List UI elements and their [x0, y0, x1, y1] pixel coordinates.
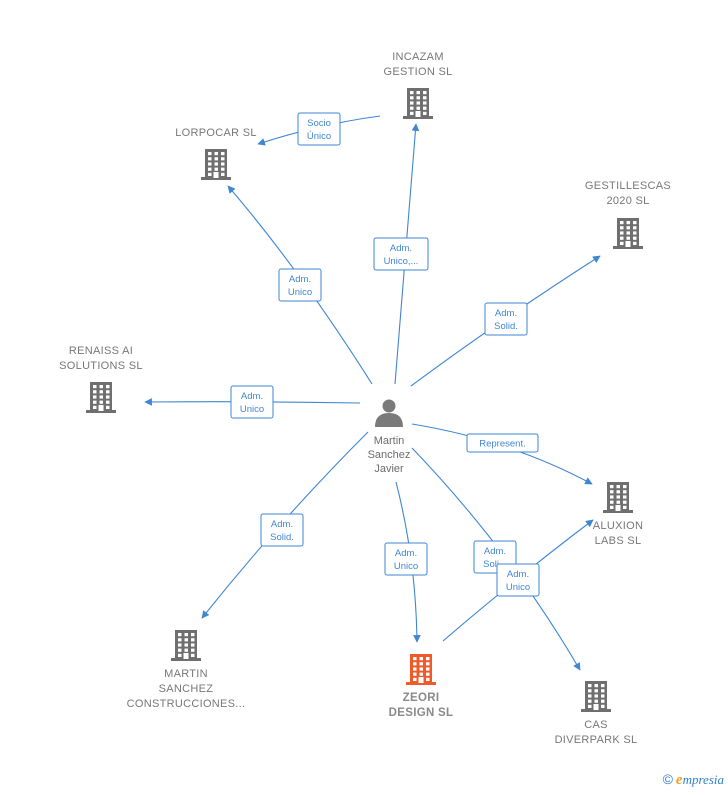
building-icon [403, 88, 433, 119]
edge-label-text: Unico,... [384, 256, 419, 267]
node-label-line: GESTILLESCAS [585, 180, 671, 192]
building-icon [581, 681, 611, 712]
edge-label-text: Unico [506, 582, 530, 593]
edge-label-text: Adm. [271, 519, 293, 530]
company-node-cas[interactable]: CAS DIVERPARK SL [555, 681, 638, 746]
building-icon [201, 149, 231, 180]
edge-label-person-zeori[interactable]: Adm. Unico [384, 542, 428, 576]
edge-label-zeori-aluxion[interactable]: Adm. Unico [496, 563, 540, 597]
company-node-zeori[interactable]: ZEORI DESIGN SL [389, 654, 454, 719]
node-label-line: 2020 SL [606, 195, 649, 207]
edge-labels-layer: SocioÚnicoAdm.UnicoAdm.Unico,...Adm.Soli… [230, 112, 540, 597]
edge-label-text: Adm. [289, 274, 311, 285]
edge-label-person-gestillescas[interactable]: Adm. Solid. [484, 302, 528, 336]
edge-label-text: Adm. [507, 569, 529, 580]
node-label-line: LORPOCAR SL [175, 127, 257, 139]
company-node-incazam[interactable]: INCAZAM GESTION SL [383, 51, 452, 119]
edge-label-box [484, 302, 528, 336]
node-label-line: SOLUTIONS SL [59, 360, 143, 372]
brand-name: mpresia [682, 772, 724, 787]
node-label-line: MARTIN [164, 668, 208, 680]
edge-label-person-renaiss[interactable]: Adm. Unico [230, 385, 274, 419]
company-node-renaiss[interactable]: RENAISS AI SOLUTIONS SL [59, 345, 143, 413]
edge-label-text: Unico [240, 404, 264, 415]
edge-label-text: Adm. [495, 308, 517, 319]
company-node-aluxion[interactable]: ALUXION LABS SL [593, 482, 643, 547]
edge-label-person-incazam[interactable]: Adm. Unico,... [373, 237, 429, 271]
company-node-lorpocar[interactable]: LORPOCAR SL [175, 127, 257, 180]
edge-label-text: Único [307, 131, 331, 142]
building-icon [86, 382, 116, 413]
edge-label-text: Unico [288, 287, 312, 298]
edge-label-box [466, 433, 539, 453]
building-icon [603, 482, 633, 513]
person-name-line: Javier [374, 463, 404, 475]
person-name-line: Sanchez [368, 449, 411, 461]
empresia-brand[interactable]: ©empresia [663, 771, 724, 789]
node-label-line: CAS [584, 719, 608, 731]
node-label-line: INCAZAM [392, 51, 444, 63]
brand-initial: e [675, 772, 683, 788]
person-name-line: Martin [374, 435, 405, 447]
edge-label-box [260, 513, 304, 547]
node-label-line: GESTION SL [383, 66, 452, 78]
person-icon [375, 399, 403, 427]
nodes-layer: INCAZAM GESTION SL LORPOCAR SL GESTILLESCAS… [59, 51, 671, 746]
building-icon [406, 654, 436, 685]
edge-label-box [384, 542, 428, 576]
edge-label-person-aluxion[interactable]: Represent. [466, 433, 539, 453]
edge-label-text: Adm. [241, 391, 263, 402]
edge-label-box [278, 268, 322, 302]
building-icon [171, 630, 201, 661]
edge-label-person-martin_const[interactable]: Adm. Solid. [260, 513, 304, 547]
edge-label-text: Soli... [483, 559, 507, 570]
edge-label-text: Adm. [395, 548, 417, 559]
edge-person-aluxion [411, 423, 593, 485]
edge-label-person-lorpocar[interactable]: Adm. Unico [278, 268, 322, 302]
node-label-line: RENAISS AI [69, 345, 133, 357]
edge-label-text: Adm. [390, 243, 412, 254]
edge-label-text: Socio [307, 118, 331, 129]
copyright-icon: © [662, 771, 673, 787]
node-label-line: ZEORI [403, 692, 440, 704]
company-node-martin_const[interactable]: MARTIN SANCHEZ CONSTRUCCIONES... [127, 630, 246, 710]
node-label-line: DESIGN SL [389, 707, 454, 719]
edge-label-text: Solid. [494, 321, 518, 332]
company-node-gestillescas[interactable]: GESTILLESCAS 2020 SL [585, 180, 671, 249]
edge-label-box [297, 112, 341, 146]
edge-label-text: Solid. [270, 532, 294, 543]
edge-label-box [373, 237, 429, 271]
node-label-line: SANCHEZ [159, 683, 214, 695]
node-label-line: LABS SL [595, 535, 642, 547]
node-label-line: DIVERPARK SL [555, 734, 638, 746]
building-icon [613, 218, 643, 249]
node-label-line: CONSTRUCCIONES... [127, 698, 246, 710]
edge-label-box [230, 385, 274, 419]
edge-label-text: Represent. [479, 439, 525, 450]
node-label-line: ALUXION [593, 520, 643, 532]
edge-label-box [496, 563, 540, 597]
edge-label-text: Unico [394, 561, 418, 572]
edge-label-text: Adm. [484, 546, 506, 557]
